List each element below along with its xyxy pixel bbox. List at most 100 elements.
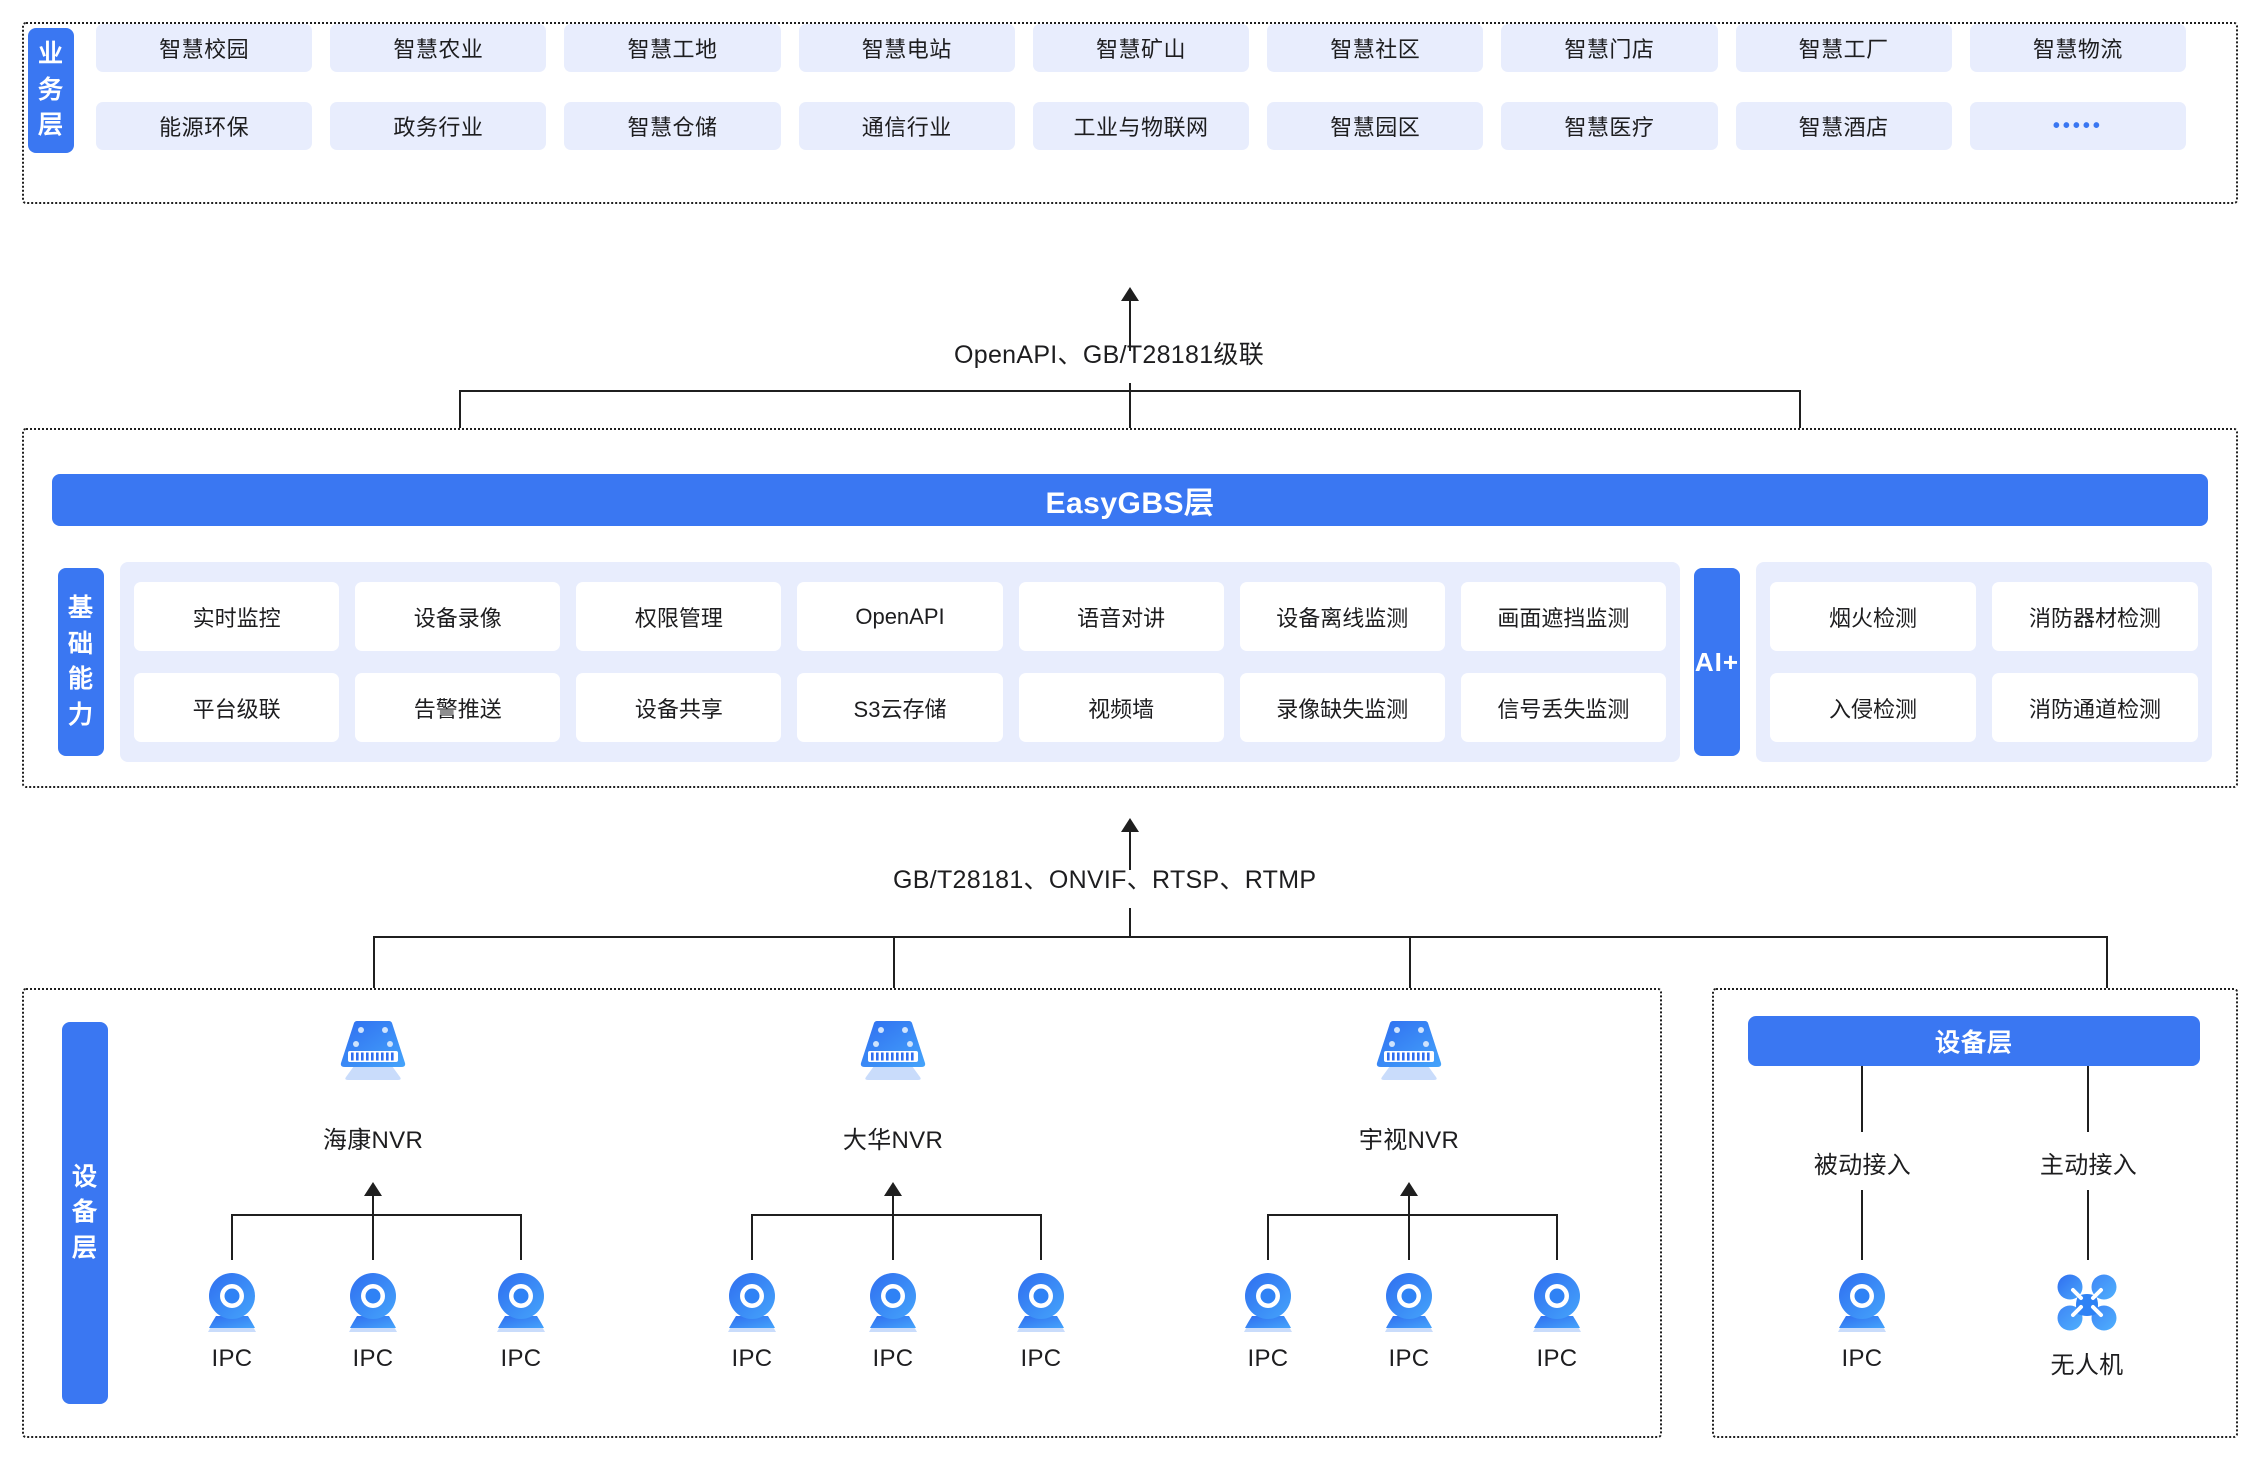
ipc-camera-icon <box>1010 1272 1072 1334</box>
drone-icon <box>2056 1274 2118 1332</box>
nvr1-branch-1 <box>372 1214 374 1260</box>
business-chip[interactable]: 智慧物流 <box>1969 24 2186 72</box>
ipc-camera-icon <box>201 1272 263 1334</box>
ability-chip[interactable]: 语音对讲 <box>1018 582 1224 651</box>
business-chip[interactable]: 智慧医疗 <box>1501 102 1718 150</box>
business-chip[interactable]: 智慧工厂 <box>1735 24 1952 72</box>
ipc-camera-icon <box>1237 1272 1299 1334</box>
nvr-icon <box>335 1019 411 1081</box>
right-branch-passive-stem <box>1861 1066 1863 1132</box>
business-chip[interactable]: 智慧园区 <box>1267 102 1484 150</box>
biz-side-char-1: 务 <box>37 75 64 104</box>
connector-bottom-branch-nvr1 <box>373 936 375 1006</box>
right-branch-active-stem2 <box>2087 1190 2089 1260</box>
connector-bottom-stem-lower <box>1129 908 1131 938</box>
basic-ability-side-label: 基 础 能 力 <box>58 568 104 756</box>
right-branch-active-stem <box>2087 1066 2089 1132</box>
ability-chip[interactable]: OpenAPI <box>797 582 1003 651</box>
ipc-label: IPC <box>1020 1345 1062 1372</box>
active-access-label: 主动接入 <box>2039 1152 2138 1179</box>
nvr1-stem <box>372 1194 374 1216</box>
connector-bottom-stem <box>1129 830 1131 870</box>
ai-ability-grid: 烟火检测 消防器材检测 入侵检测 消防通道检测 <box>1770 582 2198 742</box>
connector-top-stem <box>1129 299 1131 351</box>
ability-chip[interactable]: 画面遮挡监测 <box>1460 582 1666 651</box>
nvr3-branch-2 <box>1556 1214 1558 1260</box>
gbs-side-char-3: 力 <box>67 700 94 729</box>
business-chip[interactable]: 智慧工地 <box>564 24 781 72</box>
ipc-label: IPC <box>500 1345 542 1372</box>
business-chip-grid: 智慧校园 智慧农业 智慧工地 智慧电站 智慧矿山 智慧社区 智慧门店 智慧工厂 … <box>96 24 2186 158</box>
nvr-label: 大华NVR <box>842 1127 944 1154</box>
ability-chip[interactable]: 信号丢失监测 <box>1460 673 1666 742</box>
nvr-label: 海康NVR <box>322 1127 424 1154</box>
ipc-camera-icon <box>1526 1272 1588 1334</box>
ipc-label: IPC <box>731 1345 773 1372</box>
nvr-icon <box>855 1019 931 1081</box>
nvr3-bus <box>1267 1214 1556 1216</box>
business-chip[interactable]: 政务行业 <box>330 102 547 150</box>
nvr1-bus <box>231 1214 520 1216</box>
nvr1-branch-2 <box>520 1214 522 1260</box>
connector-bottom-label: GB/T28181、ONVIF、RTSP、RTMP <box>893 866 1317 894</box>
ai-chip[interactable]: 入侵检测 <box>1770 673 1976 742</box>
ability-chip[interactable]: 视频墙 <box>1018 673 1224 742</box>
business-chip[interactable]: 智慧酒店 <box>1735 102 1952 150</box>
nvr1-branch-0 <box>231 1214 233 1260</box>
connector-bottom-branch-nvr3 <box>1409 936 1411 1006</box>
ability-chip[interactable]: 实时监控 <box>134 582 340 651</box>
connector-bottom-arrow <box>1121 818 1139 832</box>
ability-chip[interactable]: 录像缺失监测 <box>1239 673 1445 742</box>
nvr3-branch-1 <box>1408 1214 1410 1260</box>
ability-chip[interactable]: 平台级联 <box>134 673 340 742</box>
business-chip[interactable]: 智慧仓储 <box>564 102 781 150</box>
ai-ability-box: 烟火检测 消防器材检测 入侵检测 消防通道检测 <box>1756 562 2212 762</box>
business-chip[interactable]: 工业与物联网 <box>1032 102 1250 150</box>
connector-bottom-branch-right <box>2106 936 2108 1012</box>
ability-chip[interactable]: 设备录像 <box>355 582 561 651</box>
connector-top-arrow <box>1121 287 1139 301</box>
business-chip[interactable]: 通信行业 <box>798 102 1015 150</box>
connector-bottom-bus <box>373 936 2106 938</box>
nvr2-branch-2 <box>1040 1214 1042 1260</box>
gbs-side-char-1: 础 <box>67 629 94 658</box>
dev-side-char-2: 层 <box>71 1233 98 1262</box>
business-chip-more[interactable]: ••••• <box>1969 102 2186 150</box>
ai-chip[interactable]: 消防通道检测 <box>1992 673 2198 742</box>
right-branch-passive-stem2 <box>1861 1190 1863 1260</box>
nvr2-branch-0 <box>751 1214 753 1260</box>
nvr1-arrow <box>364 1182 382 1196</box>
business-chip[interactable]: 智慧矿山 <box>1032 24 1250 72</box>
ability-chip[interactable]: 设备离线监测 <box>1239 582 1445 651</box>
passive-access-label: 被动接入 <box>1813 1152 1912 1179</box>
basic-ability-grid: 实时监控 设备录像 权限管理 OpenAPI 语音对讲 设备离线监测 画面遮挡监… <box>134 582 1666 742</box>
ai-chip[interactable]: 烟火检测 <box>1770 582 1976 651</box>
business-chip[interactable]: 智慧校园 <box>96 24 313 72</box>
basic-ability-box: 实时监控 设备录像 权限管理 OpenAPI 语音对讲 设备离线监测 画面遮挡监… <box>120 562 1680 762</box>
ai-plus-text: AI+ <box>1694 646 1740 677</box>
ability-chip[interactable]: 权限管理 <box>576 582 782 651</box>
business-chip[interactable]: 智慧农业 <box>330 24 547 72</box>
ability-chip[interactable]: 设备共享 <box>576 673 782 742</box>
ipc-camera-icon <box>1831 1272 1893 1334</box>
connector-top-label: OpenAPI、GB/T28181级联 <box>954 341 1265 369</box>
nvr3-stem <box>1408 1194 1410 1216</box>
ipc-label: IPC <box>1536 1345 1578 1372</box>
dev-side-char-0: 设 <box>71 1162 98 1191</box>
business-chip[interactable]: 智慧门店 <box>1501 24 1718 72</box>
business-layer-side-label: 业 务 层 <box>28 28 74 153</box>
ability-chip[interactable]: 告警推送 <box>355 673 561 742</box>
connector-top-bus <box>459 390 1801 392</box>
business-chip[interactable]: 能源环保 <box>96 102 313 150</box>
ai-chip[interactable]: 消防器材检测 <box>1992 582 2198 651</box>
nvr3-arrow <box>1400 1182 1418 1196</box>
business-chip[interactable]: 智慧电站 <box>798 24 1015 72</box>
nvr2-arrow <box>884 1182 902 1196</box>
ipc-label: IPC <box>1388 1345 1430 1372</box>
ability-chip[interactable]: S3云存储 <box>797 673 1003 742</box>
device-layer-right-title: 设备层 <box>1748 1016 2200 1066</box>
business-chip[interactable]: 智慧社区 <box>1267 24 1484 72</box>
biz-side-char-0: 业 <box>37 40 64 69</box>
biz-side-char-2: 层 <box>37 111 64 140</box>
nvr2-branch-1 <box>892 1214 894 1260</box>
